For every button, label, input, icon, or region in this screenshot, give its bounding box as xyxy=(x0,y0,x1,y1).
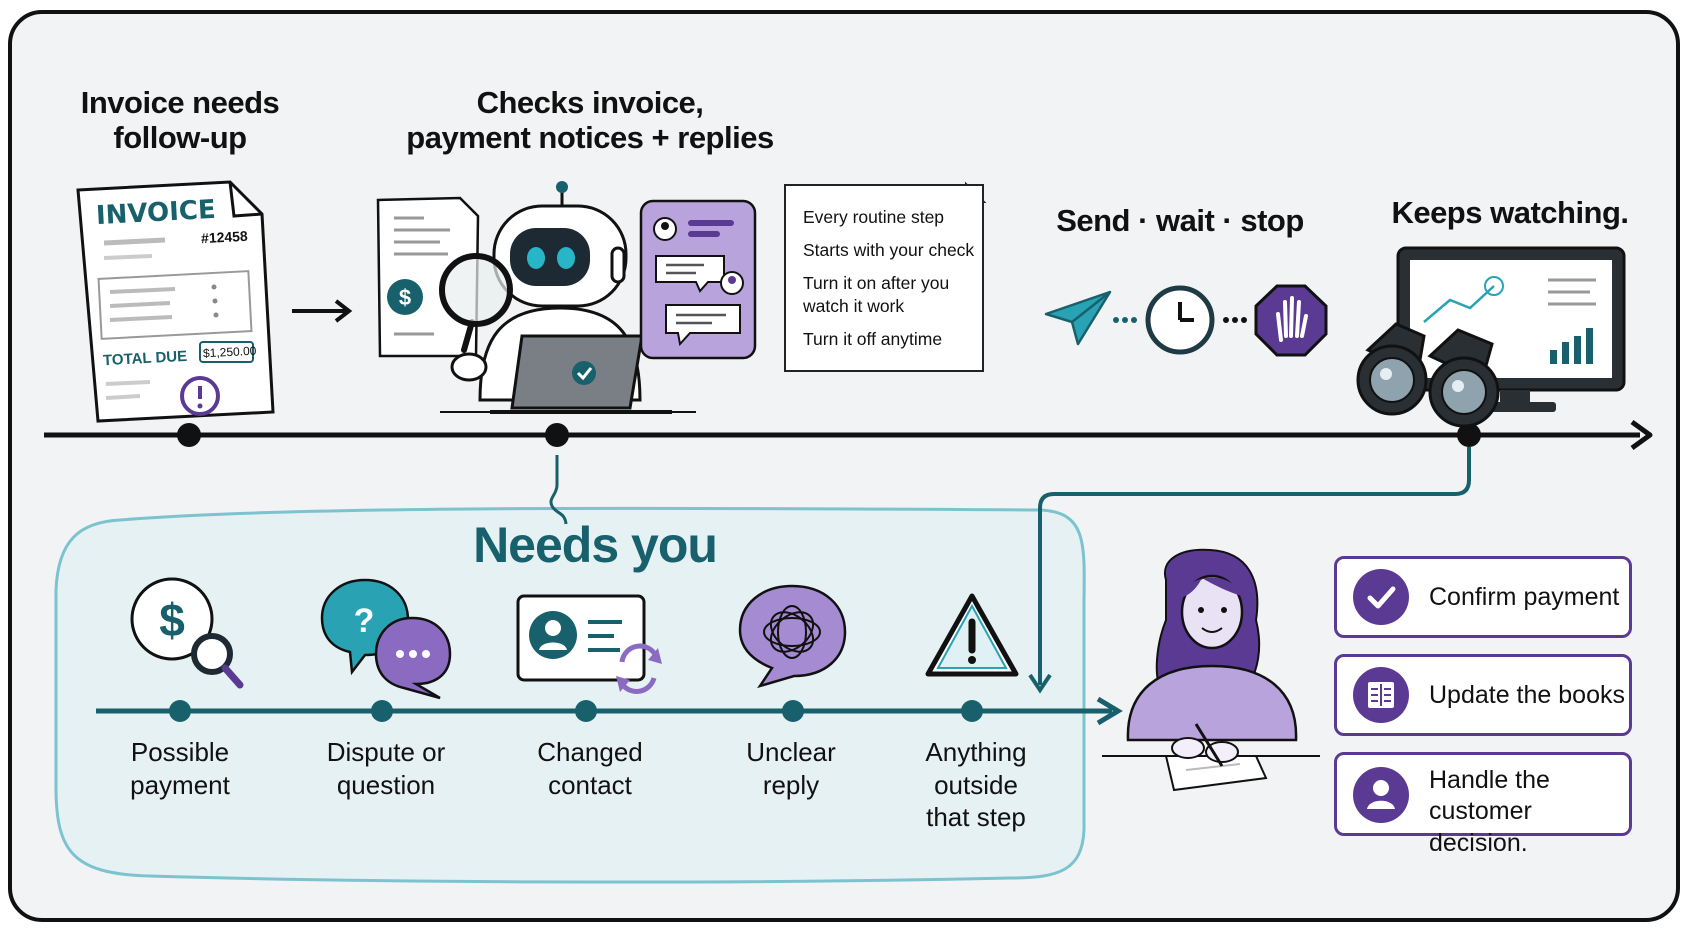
needs-dot-4 xyxy=(782,700,804,722)
dollar-magnifier-icon: $ xyxy=(130,577,244,689)
timeline-dot-check xyxy=(545,423,569,447)
stop-hand-icon xyxy=(1254,284,1328,357)
note-line: Starts with your check xyxy=(803,240,975,261)
action-card-update-books: Update the books xyxy=(1334,654,1632,736)
binoculars-icon xyxy=(1356,322,1500,428)
step-title-invoice: Invoice needs follow-up xyxy=(80,85,280,155)
step-title-watch: Keeps watching. xyxy=(1391,195,1629,230)
question-chat-icon: ? xyxy=(320,578,452,700)
person-writing-illustration xyxy=(1102,548,1320,792)
timeline-dot-invoice xyxy=(177,423,201,447)
needs-label-changed-contact: Changed contact xyxy=(537,737,643,800)
person-icon xyxy=(1353,767,1409,823)
check-circle-icon xyxy=(1353,569,1409,625)
action-card-customer-decision: Handle the customer decision. xyxy=(1334,752,1632,857)
watch-return-arrowhead xyxy=(1028,673,1052,694)
action-label: Update the books xyxy=(1429,681,1625,709)
needs-label-possible-payment: Possible payment xyxy=(130,737,230,800)
needs-you-arrowhead xyxy=(1096,696,1123,726)
routine-note: Every routine step Starts with your chec… xyxy=(784,184,984,372)
invoice-number: #12458 xyxy=(200,227,249,247)
main-timeline-arrowhead xyxy=(1630,419,1653,451)
timeline-dot-watch xyxy=(1457,423,1481,447)
tangled-speech-icon xyxy=(738,584,847,689)
watch-return-connector xyxy=(1038,447,1471,685)
monitor-dashboard-icon xyxy=(1396,246,1626,412)
step-arrow-head xyxy=(334,299,353,323)
paper-plane-icon xyxy=(1044,290,1112,346)
invoice-total-amount: $1,250.00 xyxy=(202,343,257,361)
invoice-document-icon xyxy=(76,180,275,423)
needs-dot-1 xyxy=(169,700,191,722)
dots-connector-1 xyxy=(1113,317,1137,323)
svg-text:?: ? xyxy=(354,602,375,640)
needs-dot-2 xyxy=(371,700,393,722)
note-line: Turn it off anytime xyxy=(803,329,943,350)
svg-text:$: $ xyxy=(159,594,185,646)
needs-dot-5 xyxy=(961,700,983,722)
needs-label-anything-outside: Anything outside that step xyxy=(925,737,1027,832)
contact-card-refresh-icon xyxy=(516,594,662,694)
invoice-heading: INVOICE xyxy=(95,194,217,232)
dots-connector-2 xyxy=(1223,317,1247,323)
action-label: Confirm payment xyxy=(1429,583,1620,611)
action-card-confirm-payment: Confirm payment xyxy=(1334,556,1632,638)
needs-label-unclear-reply: Unclear reply xyxy=(746,737,836,800)
connector-squiggle xyxy=(549,455,568,525)
svg-text:$: $ xyxy=(399,285,411,310)
clock-icon xyxy=(1145,285,1215,355)
step-title-send: Send · wait · stop xyxy=(1056,203,1304,238)
needs-label-dispute: Dispute or question xyxy=(326,737,446,800)
note-line: Every routine step xyxy=(803,207,945,227)
laptop-icon xyxy=(440,334,696,414)
ledger-book-icon xyxy=(1353,667,1409,723)
needs-you-title: Needs you xyxy=(473,517,718,573)
step-title-check: Checks invoice, payment notices + replie… xyxy=(406,85,774,155)
action-label: Handle the customer decision. xyxy=(1429,766,1550,857)
magnifier-icon xyxy=(439,253,513,382)
needs-dot-3 xyxy=(575,700,597,722)
note-line: Turn it on after you watch it work xyxy=(803,273,950,317)
alert-circle-icon xyxy=(180,376,220,416)
chat-panel-icon xyxy=(639,199,757,360)
warning-icon xyxy=(925,593,1019,677)
